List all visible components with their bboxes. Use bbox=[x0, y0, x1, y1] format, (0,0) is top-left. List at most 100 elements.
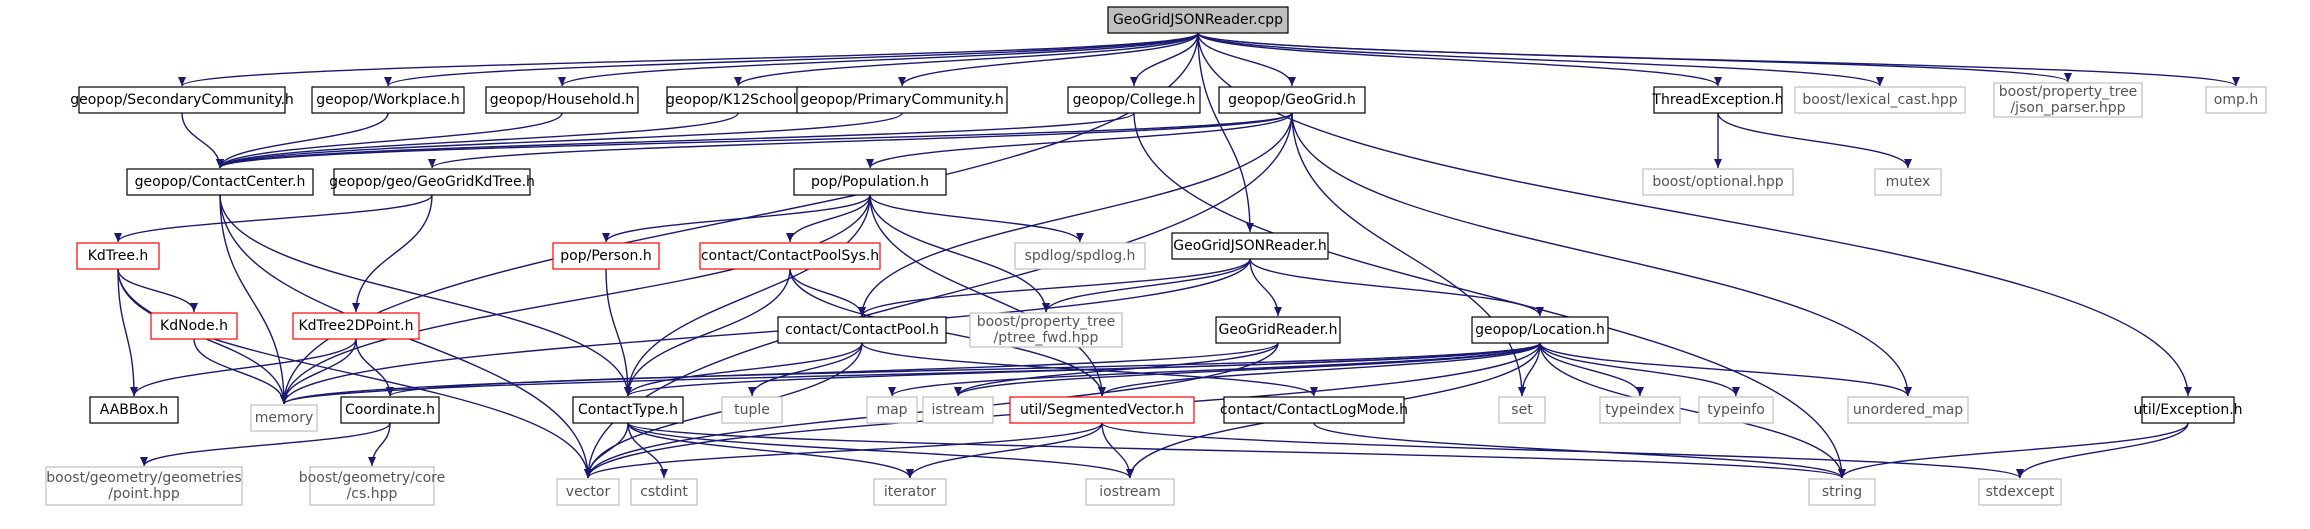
node-label: geopop/PrimaryCommunity.h bbox=[800, 92, 1004, 108]
node-map: map bbox=[866, 396, 918, 424]
edge-contactpool-to-contacttype bbox=[624, 342, 863, 397]
edge-root-to-ggjsonr bbox=[1197, 32, 1254, 233]
node-label: vector bbox=[566, 484, 611, 500]
node-contact-contactpool-h[interactable]: contact/ContactPool.h bbox=[777, 316, 947, 344]
node-pop-population-h[interactable]: pop/Population.h bbox=[793, 168, 947, 196]
node-box bbox=[150, 312, 238, 340]
node-box bbox=[969, 312, 1123, 348]
node-label: map bbox=[876, 402, 907, 418]
node-box bbox=[89, 396, 179, 424]
edge-population-to-cpsys bbox=[786, 194, 871, 243]
node-label: KdTree.h bbox=[88, 248, 149, 264]
node-kdtree2dpoint-h[interactable]: KdTree2DPoint.h bbox=[292, 312, 420, 340]
node-kdnode-h[interactable]: KdNode.h bbox=[150, 312, 238, 340]
edge-root-to-college bbox=[1130, 32, 1199, 87]
node-spdlog-spdlog-h: spdlog/spdlog.h bbox=[1014, 242, 1146, 270]
node-geopop-workplace-h[interactable]: geopop/Workplace.h bbox=[311, 86, 465, 114]
node-aabbox-h[interactable]: AABBox.h bbox=[89, 396, 179, 424]
node-box bbox=[311, 86, 465, 114]
node-cstdint: cstdint bbox=[630, 478, 698, 506]
edge-location-to-memory bbox=[280, 342, 1541, 405]
node-box bbox=[333, 168, 531, 196]
node-box bbox=[777, 316, 947, 344]
edge-geogrid-to-contactcenter bbox=[216, 112, 1293, 169]
node-geogridjsonreader-cpp[interactable]: GeoGridJSONReader.cpp bbox=[1107, 6, 1289, 34]
node-box bbox=[721, 396, 783, 424]
node-box bbox=[250, 404, 318, 432]
node-label: stdexcept bbox=[1986, 484, 2055, 500]
edge-secondary-to-contactcenter bbox=[181, 112, 224, 169]
node-box bbox=[1847, 396, 1969, 424]
node-box bbox=[292, 312, 420, 340]
edge-ggjsonr-to-location bbox=[1249, 258, 1544, 317]
edge-population-to-ptree_fwd bbox=[869, 194, 1050, 313]
node-geopop-primarycommunity-h[interactable]: geopop/PrimaryCommunity.h bbox=[796, 86, 1008, 114]
node-label: iterator bbox=[884, 484, 936, 500]
node-box bbox=[2205, 86, 2267, 114]
node-label: boost/geometry/geometries/point.hpp bbox=[46, 470, 241, 502]
edge-population-to-memory bbox=[280, 194, 871, 405]
node-geopop-location-h[interactable]: geopop/Location.h bbox=[1471, 316, 1609, 344]
node-label: boost/property_tree/ptree_fwd.hpp bbox=[977, 314, 1116, 346]
edge-root-to-workplace bbox=[384, 32, 1199, 87]
node-tuple: tuple bbox=[721, 396, 783, 424]
node-util-exception-h[interactable]: util/Exception.h bbox=[2133, 396, 2243, 424]
node-geopop-geo-geogridkdtree-h[interactable]: geopop/geo/GeoGridKdTree.h bbox=[329, 168, 535, 196]
edge-root-to-lexcast bbox=[1197, 32, 1884, 87]
node-label: contact/ContactPoolSys.h bbox=[701, 248, 879, 264]
node-label: KdTree2DPoint.h bbox=[298, 318, 413, 334]
edge-contacttype-to-iterator bbox=[627, 422, 914, 479]
node-label: contact/ContactPool.h bbox=[785, 322, 939, 338]
node-geogridjsonreader-h[interactable]: GeoGridJSONReader.h bbox=[1171, 232, 1329, 260]
node-geopop-geogrid-h[interactable]: geopop/GeoGrid.h bbox=[1218, 86, 1366, 114]
edge-root-to-omp bbox=[1197, 32, 2240, 87]
node-geopop-college-h[interactable]: geopop/College.h bbox=[1067, 86, 1201, 114]
edge-root-to-secondary bbox=[178, 32, 1199, 87]
node-typeindex: typeindex bbox=[1599, 396, 1681, 424]
edge-utilexc-to-stdexcept bbox=[2016, 422, 2189, 479]
node-typeinfo: typeinfo bbox=[1698, 396, 1774, 424]
node-iostream: iostream bbox=[1085, 478, 1175, 506]
node-contacttype-h[interactable]: ContactType.h bbox=[572, 396, 684, 424]
node-geopop-household-h[interactable]: geopop/Household.h bbox=[485, 86, 639, 114]
node-label: memory bbox=[255, 410, 314, 426]
node-label: tuple bbox=[734, 402, 770, 418]
edge-location-to-segvec bbox=[1098, 342, 1541, 397]
node-box bbox=[1808, 478, 1876, 506]
node-box bbox=[45, 466, 243, 506]
edge-ggjsonr-to-ptree_fwd bbox=[1042, 258, 1251, 313]
edge-segvec-to-vector bbox=[584, 422, 1103, 479]
node-label: boost/property_tree/json_parser.hpp bbox=[1999, 84, 2138, 116]
edge-workplace-to-contactcenter bbox=[216, 112, 389, 169]
edge-segvec-to-iostream bbox=[1101, 422, 1134, 479]
node-util-segmentedvector-h[interactable]: util/SegmentedVector.h bbox=[1009, 396, 1195, 424]
node-label: ThreadException.h bbox=[1651, 92, 1783, 108]
node-coordinate-h[interactable]: Coordinate.h bbox=[340, 396, 440, 424]
node-box bbox=[1471, 316, 1609, 344]
edge-contactcenter-to-contacttype bbox=[219, 194, 632, 397]
node-geopop-contactcenter-h[interactable]: geopop/ContactCenter.h bbox=[126, 168, 314, 196]
edge-logmode-to-string bbox=[1313, 422, 1846, 479]
node-label: contact/ContactLogMode.h bbox=[1220, 402, 1408, 418]
edge-coordinate-to-geom_point bbox=[140, 422, 391, 467]
edge-location-to-coordinate bbox=[386, 342, 1541, 397]
node-box bbox=[793, 168, 947, 196]
node-contact-contactlogmode-h[interactable]: contact/ContactLogMode.h bbox=[1220, 396, 1408, 424]
node-label: pop/Person.h bbox=[560, 248, 651, 264]
node-threadexception-h[interactable]: ThreadException.h bbox=[1651, 86, 1784, 114]
node-contact-contactpoolsys-h[interactable]: contact/ContactPoolSys.h bbox=[699, 242, 881, 270]
node-box bbox=[666, 86, 810, 114]
node-pop-person-h[interactable]: pop/Person.h bbox=[552, 242, 660, 270]
node-geopop-secondarycommunity-h[interactable]: geopop/SecondaryCommunity.h bbox=[70, 86, 294, 114]
node-label: cstdint bbox=[640, 484, 688, 500]
node-kdtree-h[interactable]: KdTree.h bbox=[76, 242, 160, 270]
node-box bbox=[126, 168, 314, 196]
node-box bbox=[1978, 478, 2062, 506]
edge-root-to-primary bbox=[898, 32, 1199, 87]
edge-kdnode-to-memory bbox=[193, 338, 288, 405]
node-box bbox=[1009, 396, 1195, 424]
edge-geogrid-to-population bbox=[866, 112, 1293, 169]
node-geopop-k12school-h[interactable]: geopop/K12School.h bbox=[666, 86, 810, 114]
node-geogridreader-h[interactable]: GeoGridReader.h bbox=[1215, 316, 1341, 344]
